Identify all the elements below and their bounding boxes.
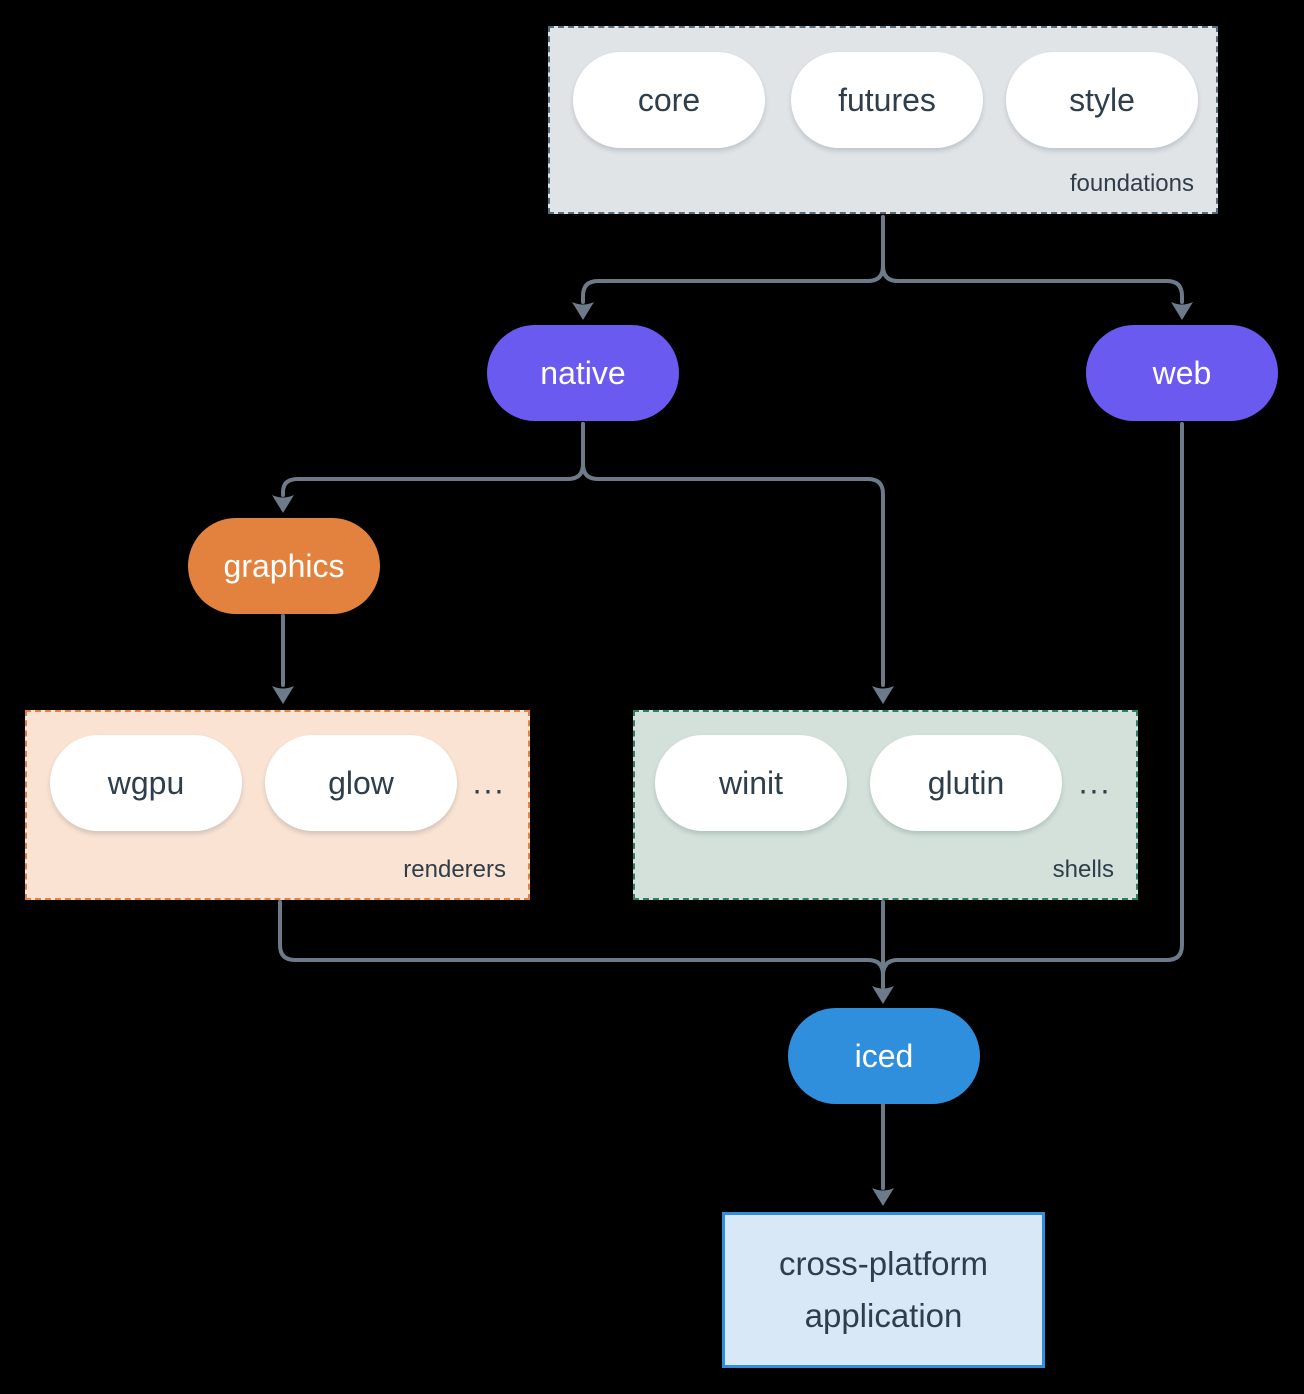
group-shells: winit glutin ... shells	[633, 710, 1138, 900]
group-label-renderers: renderers	[403, 856, 506, 883]
node-graphics: graphics	[188, 518, 380, 614]
arrowhead-graphics	[272, 495, 294, 513]
arrowhead-application	[872, 1188, 894, 1206]
node-glutin: glutin	[870, 735, 1062, 831]
application-label-line2: application	[804, 1297, 963, 1334]
group-renderers: wgpu glow ... renderers	[25, 710, 530, 900]
node-native: native	[487, 325, 679, 421]
connector-native-graphics	[281, 422, 585, 497]
connector-native-shells	[581, 422, 885, 687]
node-winit: winit	[655, 735, 847, 831]
renderers-ellipsis: ...	[472, 764, 506, 801]
node-wgpu: wgpu	[50, 735, 242, 831]
node-core: core	[573, 52, 765, 148]
arrowhead-web	[1171, 302, 1193, 320]
arrowhead-native	[572, 302, 594, 320]
group-label-foundations: foundations	[1069, 170, 1194, 197]
connector-foundations-web	[881, 215, 1184, 304]
group-foundations: core futures style foundations	[548, 26, 1218, 214]
node-futures: futures	[791, 52, 983, 148]
connector-renderers-iced	[278, 900, 885, 977]
arrowhead-iced	[872, 986, 894, 1004]
group-label-shells: shells	[1052, 856, 1114, 883]
connector-foundations-native	[581, 215, 885, 304]
node-cross-platform-application: cross-platform application	[722, 1212, 1045, 1368]
node-glow: glow	[265, 735, 457, 831]
arrowhead-shells	[872, 686, 894, 704]
shells-ellipsis: ...	[1078, 764, 1112, 801]
node-style: style	[1006, 52, 1198, 148]
application-label-line1: cross-platform	[778, 1245, 989, 1282]
arrowhead-renderers	[272, 686, 294, 704]
node-web: web	[1086, 325, 1278, 421]
node-iced: iced	[788, 1008, 980, 1104]
